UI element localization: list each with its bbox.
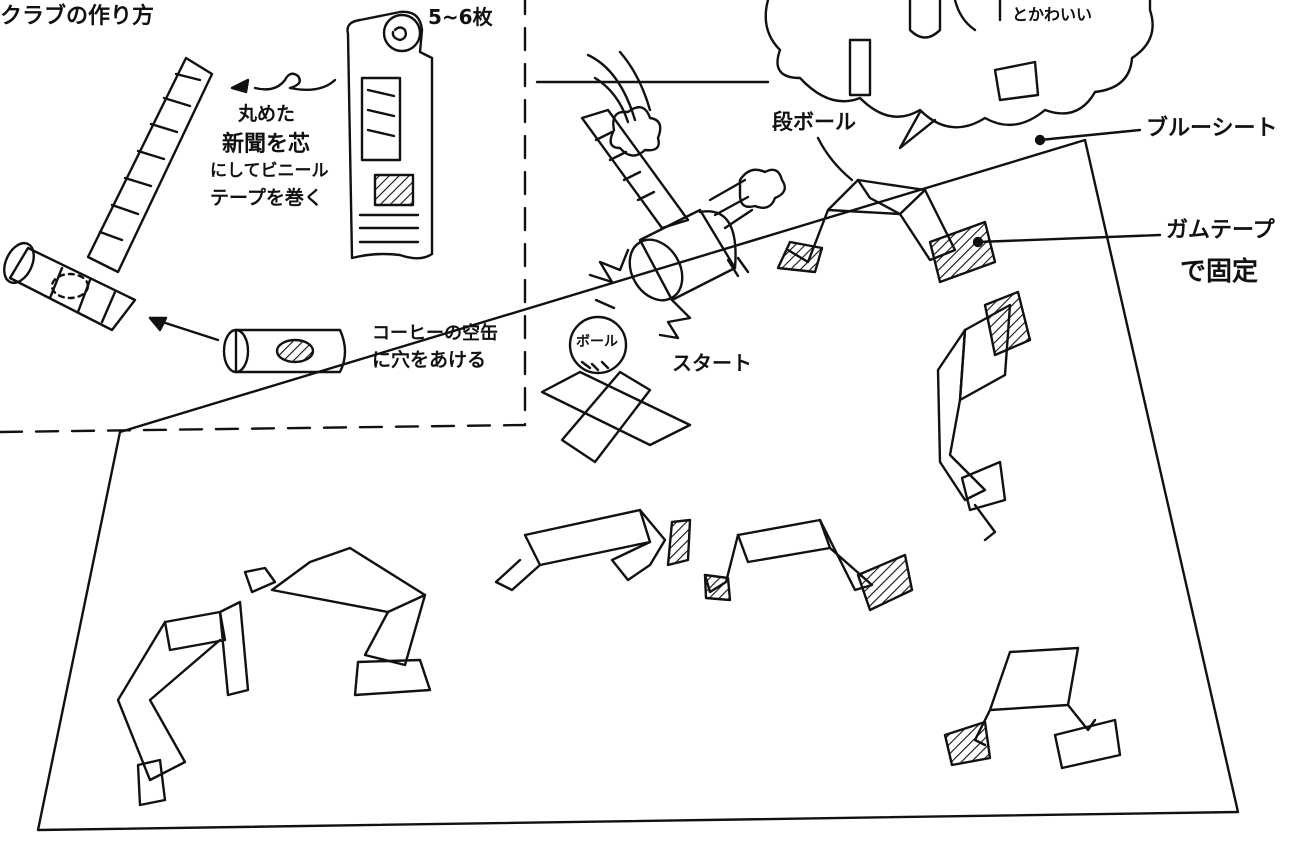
club-title: クラブの作り方 (0, 4, 155, 29)
start-tape-icon (540, 370, 692, 464)
cardboard-obstacle-7 (943, 646, 1122, 770)
vinyl-tape-label: にしてビニール (210, 161, 329, 181)
drill-hole-label: に穴をあける (372, 349, 487, 371)
cardboard-label: 段ボール (772, 110, 856, 134)
gum-tape-label: ガムテープ (1166, 218, 1275, 243)
speech-bubble (764, 0, 1154, 129)
ball-icon (568, 315, 628, 375)
start-label: スタート (672, 351, 752, 375)
blue-sheet-outline (36, 138, 1240, 832)
blue-sheet-label: ブルーシート (1146, 116, 1278, 141)
wrap-tape-label: テープを巻く (210, 187, 323, 209)
coffee-can-icon (222, 328, 347, 374)
cardboard-obstacle-6 (116, 600, 250, 807)
cardboard-obstacle-2 (936, 290, 1032, 542)
newspaper-icon (346, 10, 434, 260)
cardboard-obstacle-5 (243, 546, 432, 697)
cute-label: とかわいい (1012, 5, 1093, 24)
club-icon (3, 56, 337, 332)
cardboard-obstacle-1 (776, 178, 997, 284)
ball-label: ボール (576, 334, 618, 350)
blue-sheet-leader (1038, 128, 1142, 142)
cardboard-obstacle-4 (703, 518, 914, 612)
coffee-can-label: コーヒーの空缶 (372, 323, 498, 344)
inset-dashed-border (0, 0, 527, 434)
sheets-count-label: 5~6枚 (428, 5, 493, 29)
fixed-label: で固定 (1180, 257, 1259, 287)
newspaper-core-label: 新聞を芯 (222, 132, 311, 157)
cardboard-obstacle-3 (494, 508, 692, 592)
swinging-club-icon (580, 50, 786, 340)
rolled-newspaper-label: 丸めた (238, 103, 296, 125)
gum-tape-leader (976, 233, 1162, 244)
